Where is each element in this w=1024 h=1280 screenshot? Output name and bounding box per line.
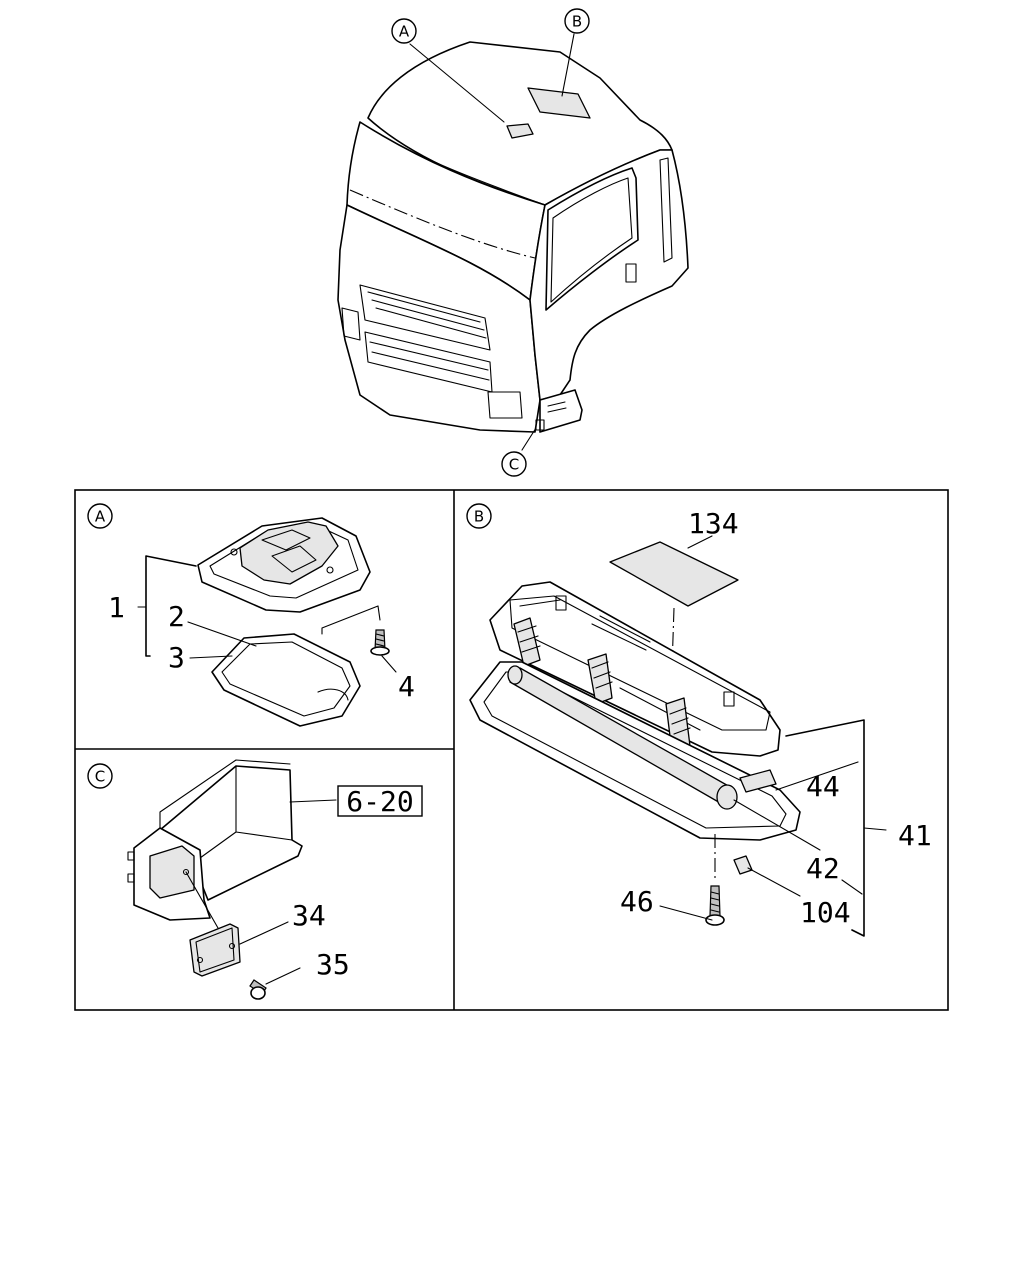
label-44: 44 <box>806 770 840 803</box>
ref-box-label: 6-20 <box>346 785 413 818</box>
roof-marker-lamp <box>527 87 591 119</box>
roof-dome-lamp <box>506 123 534 139</box>
lamp-lens <box>211 633 361 727</box>
label-sheet <box>609 541 739 607</box>
panel-b-badge-circle <box>466 503 492 529</box>
label-1: 1 <box>108 591 125 624</box>
panel-a-badge-circle <box>87 503 113 529</box>
label-35: 35 <box>316 948 350 981</box>
panel-a-badge: A <box>95 508 106 526</box>
label-2: 2 <box>168 600 185 633</box>
panel-a: A 1 2 3 4 <box>87 503 415 727</box>
callout-c-label: C <box>509 456 519 474</box>
callout-b-label: B <box>572 13 582 31</box>
panel-c-badge-circle <box>87 763 113 789</box>
truck-cab-illustration <box>337 33 689 451</box>
label-4: 4 <box>398 670 415 703</box>
detail-frames <box>74 489 949 1011</box>
label-3: 3 <box>168 641 185 674</box>
ref-box <box>337 785 423 817</box>
label-46: 46 <box>620 885 654 918</box>
retaining-clip <box>733 855 753 875</box>
marker-lamp-housing <box>489 581 781 757</box>
label-104: 104 <box>800 896 851 929</box>
label-42: 42 <box>806 852 840 885</box>
panel-c: C 6-20 34 35 <box>87 759 423 1000</box>
step-lamp-lens <box>189 923 241 977</box>
panel-b: B <box>466 503 932 937</box>
label-41: 41 <box>898 819 932 852</box>
callout-a: A <box>391 18 417 44</box>
panel-c-badge: C <box>95 768 105 786</box>
callout-b: B <box>564 8 590 34</box>
callout-a-label: A <box>399 23 410 41</box>
panel-b-badge: B <box>474 508 484 526</box>
label-34: 34 <box>292 899 326 932</box>
label-134: 134 <box>688 507 739 540</box>
callout-c: C <box>501 451 527 477</box>
